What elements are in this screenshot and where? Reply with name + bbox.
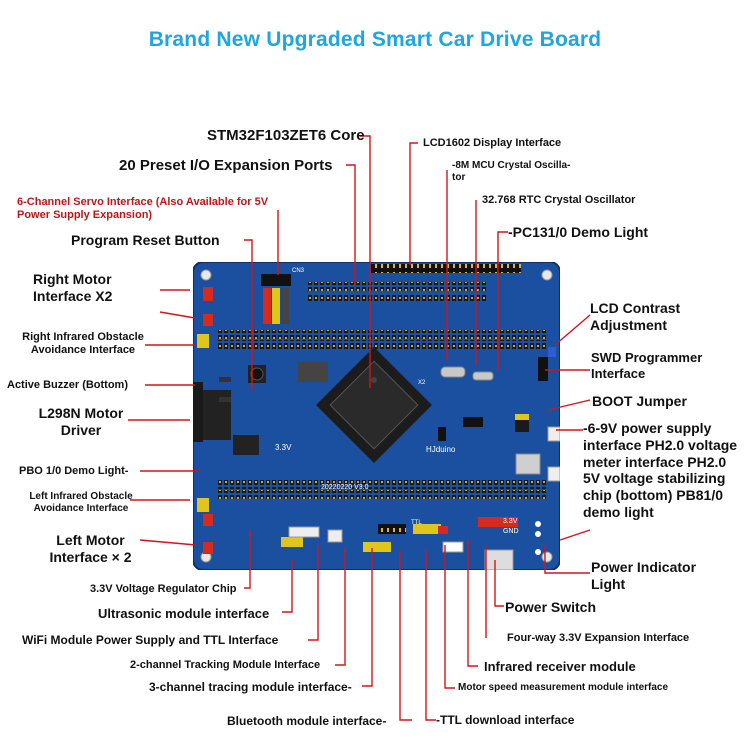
label-power-indicator: Power Indicator Light: [591, 559, 697, 592]
swd-header: [538, 357, 548, 381]
board-brand-text: HJduino: [426, 445, 456, 454]
label-swd: SWD Programmer Interface: [591, 350, 703, 381]
label-servo: 6-Channel Servo Interface (Also Availabl…: [17, 196, 269, 222]
long-pin-row-2: [218, 340, 548, 349]
board-x2-text: X2: [418, 380, 426, 386]
label-reset: Program Reset Button: [71, 232, 220, 248]
board-cn3-text: CN3: [292, 268, 305, 274]
label-tracing3: 3-channel tracing module interface-: [149, 680, 352, 694]
long-pin-row-3: [218, 480, 548, 489]
drive-board-image: 20220220 V3.0 HJduino 3.3V 3.3V GND CN3 …: [193, 262, 560, 570]
label-buzzer: Active Buzzer (Bottom): [7, 379, 129, 391]
label-pc13-light: -PC131/0 Demo Light: [508, 224, 649, 240]
label-boot: BOOT Jumper: [592, 393, 687, 409]
board-version-text: 20220220 V3.0: [321, 484, 369, 491]
label-io-ports: 20 Preset I/O Expansion Ports: [119, 157, 333, 174]
label-right-motor: Right Motor Interface X2: [33, 271, 113, 304]
label-left-motor: Left Motor Interface × 2: [49, 532, 132, 565]
label-l298n: L298N Motor Driver: [38, 405, 124, 438]
label-tracking2: 2-channel Tracking Module Interface: [130, 659, 321, 671]
label-right-ir: Right Infrared Obstacle Avoidance Interf…: [22, 331, 144, 357]
label-regulator: 3.3V Voltage Regulator Chip: [90, 583, 237, 595]
heatsink: [193, 382, 203, 442]
long-pin-row-1: [218, 330, 548, 339]
stm32-chip: [316, 347, 432, 463]
label-mcu-crystal: -8M MCU Crystal Oscilla-tor: [452, 160, 571, 183]
label-lcd1602: LCD1602 Display Interface: [423, 137, 562, 149]
label-ir-receiver: Infrared receiver module: [484, 659, 636, 674]
power-switch: [484, 549, 514, 570]
label-rtc-crystal: 32.768 RTC Crystal Oscillator: [482, 194, 636, 206]
label-power-switch: Power Switch: [505, 599, 597, 615]
label-bluetooth: Bluetooth module interface-: [227, 714, 387, 728]
long-pin-row-4: [218, 490, 548, 499]
usb-port: [515, 453, 541, 475]
lcd1602-header: [371, 264, 521, 273]
label-lcd-contrast: LCD Contrast Adjustment: [590, 300, 681, 333]
io-header-top: [308, 282, 488, 291]
board-gnd-text: GND: [503, 528, 519, 535]
label-power-desc: -6-9V power supply interface PH2.0 volta…: [583, 420, 738, 520]
label-ultrasonic: Ultrasonic module interface: [98, 606, 270, 621]
mcu-crystal: [440, 366, 466, 378]
label-left-ir: Left Infrared Obstacle Avoidance Interfa…: [29, 491, 133, 514]
regulator-chip: [233, 435, 259, 455]
power-jack: [547, 426, 560, 442]
label-expansion33: Four-way 3.3V Expansion Interface: [507, 632, 690, 644]
label-core: STM32F103ZET6 Core: [207, 127, 365, 144]
label-motor-speed: Motor speed measurement module interface: [458, 682, 669, 693]
board-33v-text: 3.3V: [275, 443, 292, 452]
board-ttl-text: TTL: [411, 520, 422, 526]
board-33v-text-b: 3.3V: [503, 518, 518, 525]
label-wifi: WiFi Module Power Supply and TTL Interfa…: [22, 633, 279, 647]
page-title: Brand New Upgraded Smart Car Drive Board: [148, 28, 602, 51]
label-ttl-download: -TTL download interface: [436, 713, 575, 727]
label-pbo-light: PBO 1/0 Demo Light-: [19, 465, 129, 477]
